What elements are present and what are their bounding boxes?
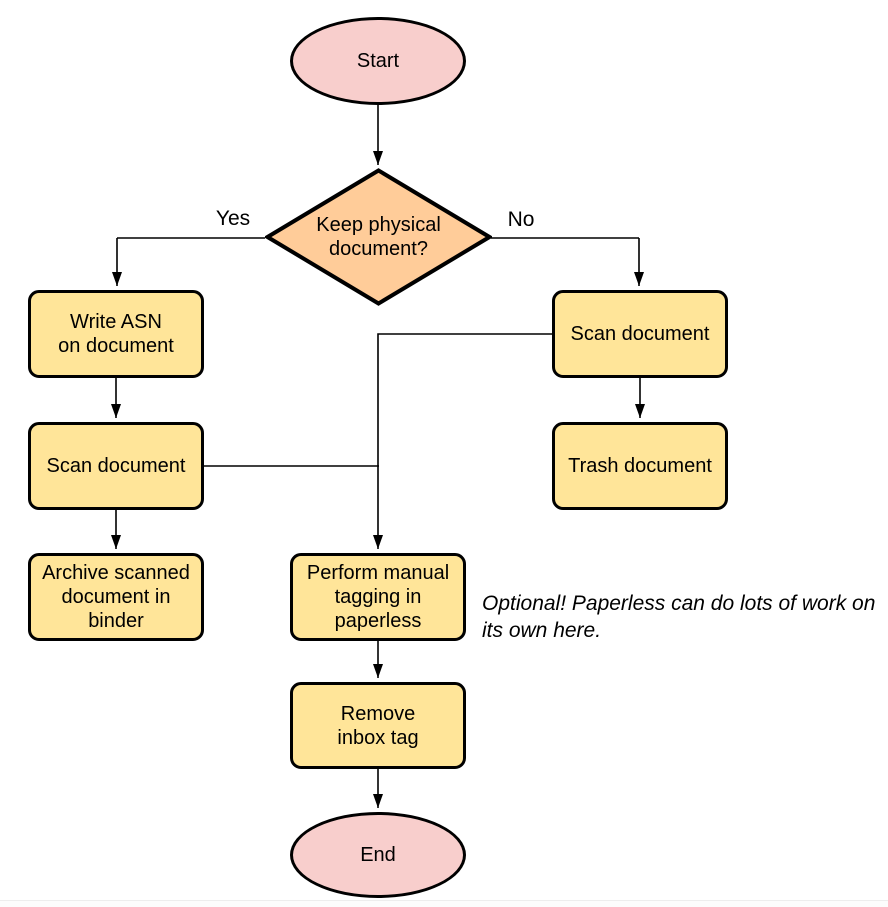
edge-label-yes: Yes xyxy=(215,207,251,230)
node-start: Start xyxy=(290,17,466,105)
node-trash-document: Trash document xyxy=(552,422,728,510)
node-end-label: End xyxy=(360,844,396,866)
node-manual-tagging-label: Perform manual tagging in paperless xyxy=(306,562,450,632)
decision-diamond-shape xyxy=(265,168,492,306)
node-end: End xyxy=(290,812,466,898)
node-start-label: Start xyxy=(356,50,400,72)
node-trash-document-label: Trash document xyxy=(568,455,712,477)
node-manual-tagging: Perform manual tagging in paperless xyxy=(290,553,466,641)
edge-decision-yes-to-write-asn xyxy=(117,237,265,286)
edge-scan-right-to-tagging xyxy=(373,333,553,549)
edge-decision-no-to-scan-right xyxy=(491,237,639,286)
bottom-divider xyxy=(0,900,888,901)
node-scan-document-left-label: Scan document xyxy=(46,455,186,477)
node-scan-document-right: Scan document xyxy=(552,290,728,378)
node-scan-document-left: Scan document xyxy=(28,422,204,510)
node-archive-scanned-label: Archive scanned document in binder xyxy=(42,562,190,632)
node-remove-inbox-tag: Remove inbox tag xyxy=(290,682,466,769)
edge-label-no: No xyxy=(507,208,535,231)
below-divider-strip xyxy=(0,901,888,907)
node-archive-scanned: Archive scanned document in binder xyxy=(28,553,204,641)
node-scan-document-right-label: Scan document xyxy=(570,323,710,345)
node-remove-inbox-tag-label: Remove inbox tag xyxy=(337,702,419,749)
node-keep-physical-document-label: Keep physical document? xyxy=(316,214,441,260)
node-write-asn: Write ASN on document xyxy=(28,290,204,378)
node-keep-physical-document: Keep physical document? xyxy=(265,168,492,306)
annotation-optional-note: Optional! Paperless can do lots of work … xyxy=(482,592,876,642)
node-write-asn-label: Write ASN on document xyxy=(58,311,174,357)
